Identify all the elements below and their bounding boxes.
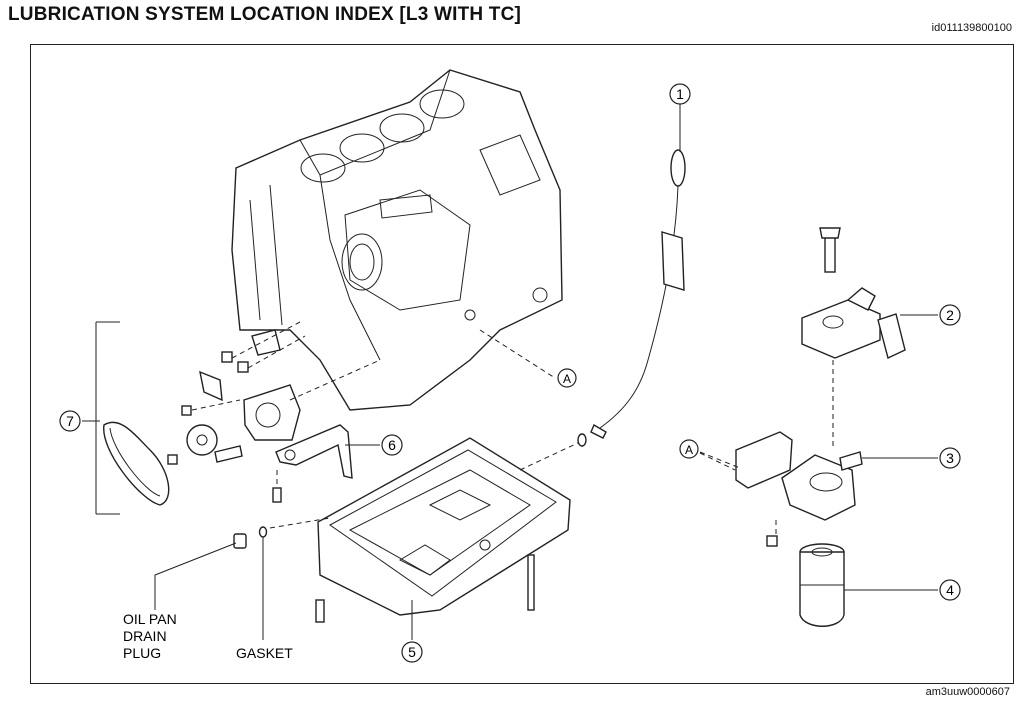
svg-text:1: 1 bbox=[676, 86, 684, 102]
svg-text:A: A bbox=[685, 443, 693, 457]
svg-text:4: 4 bbox=[946, 582, 954, 598]
oil-cooler bbox=[801, 227, 938, 450]
svg-text:7: 7 bbox=[66, 413, 74, 429]
ref-a-leader-block bbox=[479, 329, 556, 379]
svg-text:PLUG: PLUG bbox=[123, 645, 161, 661]
callout-ref-a-block: A bbox=[557, 368, 577, 388]
callout-1: 1 bbox=[669, 83, 691, 105]
svg-text:2: 2 bbox=[946, 307, 954, 323]
svg-text:OIL PAN: OIL PAN bbox=[123, 611, 177, 627]
svg-text:5: 5 bbox=[408, 644, 416, 660]
callout-6: 6 bbox=[381, 434, 403, 456]
figure-id: am3uuw0000607 bbox=[925, 686, 1010, 698]
callout-3: 3 bbox=[939, 447, 961, 469]
svg-text:6: 6 bbox=[388, 437, 396, 453]
svg-text:3: 3 bbox=[946, 450, 954, 466]
svg-text:DRAIN: DRAIN bbox=[123, 628, 167, 644]
ref-a-leader-filter bbox=[699, 452, 736, 471]
callout-5: 5 bbox=[401, 641, 423, 663]
oil-dipstick bbox=[577, 104, 686, 447]
engine-block bbox=[231, 69, 563, 411]
oil-filter bbox=[799, 543, 938, 627]
callout-7: 7 bbox=[59, 410, 81, 432]
callout-4: 4 bbox=[939, 579, 961, 601]
document-id: id011139800100 bbox=[931, 22, 1012, 34]
oil-filter-body bbox=[699, 431, 938, 547]
label-oil-pan-drain-plug: OIL PAN DRAIN PLUG bbox=[123, 611, 177, 661]
callout-ref-a-filter: A bbox=[679, 439, 699, 459]
page-title: LUBRICATION SYSTEM LOCATION INDEX [L3 WI… bbox=[8, 4, 522, 25]
diagram-frame bbox=[30, 44, 1014, 684]
bracket-part-6 bbox=[272, 424, 353, 503]
label-gasket: GASKET bbox=[236, 645, 293, 661]
oil-pump-chain-assembly bbox=[95, 321, 381, 515]
svg-text:A: A bbox=[563, 372, 571, 386]
oil-pan bbox=[269, 437, 581, 623]
callout-2: 2 bbox=[939, 304, 961, 326]
drain-plug-and-gasket bbox=[154, 526, 268, 640]
